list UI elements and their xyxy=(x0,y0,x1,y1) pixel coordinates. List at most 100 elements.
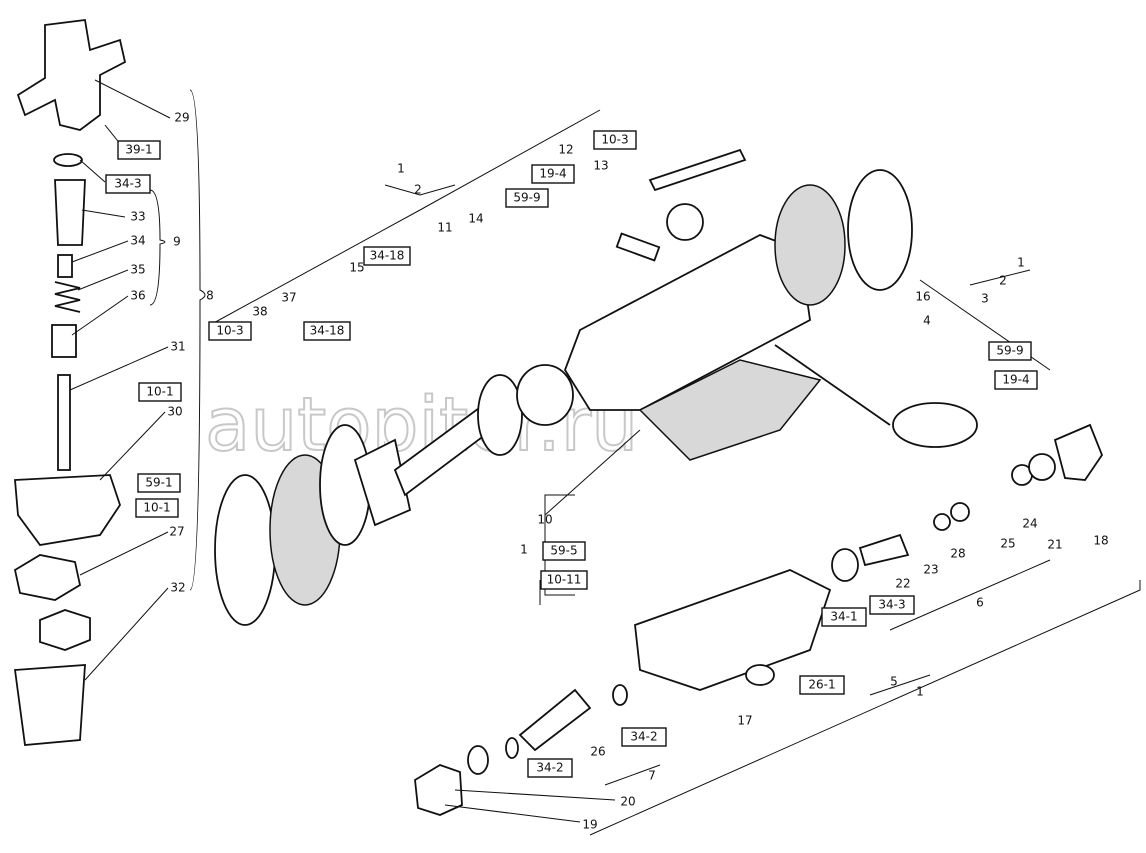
diagram-shape xyxy=(589,580,1141,836)
part-pin-14 xyxy=(615,232,661,262)
part-label-text: 19-4 xyxy=(539,167,566,181)
part-rod-31 xyxy=(57,374,71,471)
part-piston-15 xyxy=(353,438,412,527)
part-ring-21 xyxy=(1028,453,1056,481)
part-plunger-26 xyxy=(518,688,592,752)
part-label: 8 xyxy=(206,289,214,303)
part-label-boxed: 10-3 xyxy=(208,321,252,341)
part-valve-body-29 xyxy=(16,18,127,131)
part-label: 18 xyxy=(1093,534,1108,548)
part-label: 34 xyxy=(130,234,145,248)
boxed-labels: 39-1 34-3 10-3 19-4 59-9 34-18 10-3 34-1… xyxy=(105,130,1038,778)
part-cap-36 xyxy=(51,324,77,358)
part-label: 27 xyxy=(169,525,184,539)
part-plug-18 xyxy=(1053,423,1104,481)
part-cover-4 xyxy=(892,402,978,448)
label-box xyxy=(542,541,586,561)
parts xyxy=(13,18,1104,816)
part-label-boxed: 19-4 xyxy=(531,164,575,184)
part-cover xyxy=(847,169,913,291)
part-label-text: 34-18 xyxy=(310,324,345,338)
part-label-boxed: 10-11 xyxy=(540,570,588,590)
diagram-shape xyxy=(71,295,129,336)
part-label-boxed: 34-3 xyxy=(105,174,151,194)
part-label: 21 xyxy=(1047,538,1062,552)
part-label-boxed: 10-3 xyxy=(593,130,637,150)
part-flange-30 xyxy=(14,474,121,546)
part-valve-22 xyxy=(858,533,910,567)
part-ring xyxy=(612,684,628,706)
diagram-shape xyxy=(149,189,166,306)
part-label-boxed: 26-1 xyxy=(799,675,845,695)
part-valve-housing-17 xyxy=(634,569,832,691)
label-box xyxy=(527,758,573,778)
part-label-boxed: 34-3 xyxy=(869,595,915,615)
part-label-text: 10-11 xyxy=(547,573,582,587)
label-box xyxy=(869,595,915,615)
part-label: 10 xyxy=(537,513,552,527)
part-label-boxed: 59-1 xyxy=(137,473,181,493)
part-label: 37 xyxy=(281,291,296,305)
part-label: 14 xyxy=(468,212,483,226)
part-label: 30 xyxy=(167,405,182,419)
part-cylinder-11 xyxy=(564,234,811,411)
part-washer xyxy=(467,745,489,775)
diagram-shape xyxy=(71,240,129,263)
diagram-shape xyxy=(209,109,601,326)
diagram-shape xyxy=(544,429,641,516)
part-cover-26-1 xyxy=(745,664,775,686)
label-box xyxy=(138,382,182,402)
label-box xyxy=(621,727,667,747)
part-label: 6 xyxy=(976,596,984,610)
diagram-shape xyxy=(79,531,169,576)
part-o-ring xyxy=(516,364,574,426)
part-label-boxed: 10-1 xyxy=(138,382,182,402)
part-gear-12 xyxy=(666,203,704,241)
part-label: 26 xyxy=(590,745,605,759)
label-box xyxy=(799,675,845,695)
label-box xyxy=(821,607,867,627)
part-nut xyxy=(39,609,91,651)
diagram-shape xyxy=(604,764,661,786)
part-label: 1 xyxy=(520,543,528,557)
part-o-ring xyxy=(831,548,859,582)
part-label-boxed: 59-9 xyxy=(505,188,549,208)
label-box xyxy=(540,570,588,590)
part-label: 11 xyxy=(437,221,452,235)
part-spring-35 xyxy=(54,281,81,313)
diagram-shape xyxy=(454,789,616,801)
part-label: 19 xyxy=(582,818,597,832)
part-label: 38 xyxy=(252,305,267,319)
diagram-shape xyxy=(444,804,581,823)
part-label-boxed: 34-1 xyxy=(821,607,867,627)
label-box xyxy=(117,140,161,160)
part-label: 12 xyxy=(558,143,573,157)
part-label-text: 10-3 xyxy=(601,133,628,147)
diagram-shape xyxy=(384,184,456,196)
part-plate-13 xyxy=(648,148,747,192)
label-box xyxy=(363,246,411,266)
part-label-text: 34-2 xyxy=(536,761,563,775)
part-label-boxed: 34-18 xyxy=(303,321,351,341)
label-box xyxy=(105,174,151,194)
part-label: 20 xyxy=(620,795,635,809)
label-box xyxy=(531,164,575,184)
part-label-text: 59-1 xyxy=(145,476,172,490)
part-gasket xyxy=(774,184,846,306)
part-label: 5 xyxy=(890,675,898,689)
part-label-text: 34-1 xyxy=(830,610,857,624)
part-label: 16 xyxy=(915,290,930,304)
part-pin-34 xyxy=(57,254,73,278)
part-label-text: 34-2 xyxy=(630,730,657,744)
part-label-text: 34-3 xyxy=(878,598,905,612)
diagram-shape xyxy=(189,89,206,591)
part-label-boxed: 19-4 xyxy=(994,370,1038,390)
part-o-ring xyxy=(53,153,83,167)
part-label: 2 xyxy=(414,183,422,197)
part-label: 22 xyxy=(895,577,910,591)
diagram-shape xyxy=(889,559,1051,631)
label-box xyxy=(988,341,1032,361)
part-label-text: 10-1 xyxy=(146,385,173,399)
part-label: 13 xyxy=(593,159,608,173)
